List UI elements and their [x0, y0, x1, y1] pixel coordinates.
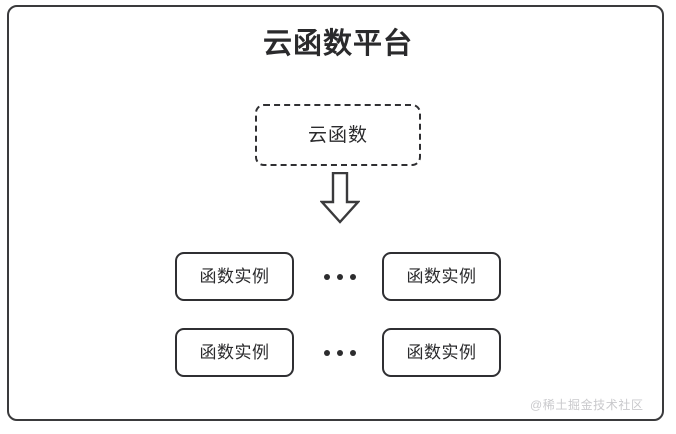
- function-instance-label: 函数实例: [199, 267, 270, 286]
- ellipsis-dot: [337, 349, 343, 356]
- function-instance-label: 函数实例: [406, 343, 477, 362]
- function-instance-label: 函数实例: [406, 267, 477, 286]
- function-instance-label: 函数实例: [199, 343, 270, 362]
- function-instance-box: 函数实例: [175, 328, 294, 377]
- cloud-function-node: 云函数: [255, 104, 421, 166]
- watermark: @稀土掘金技术社区: [530, 398, 644, 412]
- function-instance-box: 函数实例: [382, 252, 501, 301]
- ellipsis-dot: [337, 273, 343, 280]
- ellipsis-dot: [324, 273, 330, 280]
- ellipsis-dot: [324, 349, 330, 356]
- diagram-title: 云函数平台: [262, 28, 413, 60]
- instance-ellipsis: [310, 328, 370, 377]
- function-instance-box: 函数实例: [175, 252, 294, 301]
- function-instance-box: 函数实例: [382, 328, 501, 377]
- cloud-function-label: 云函数: [307, 124, 368, 146]
- instance-row: 函数实例 函数实例: [0, 252, 676, 301]
- ellipsis-dot: [350, 349, 356, 356]
- instance-ellipsis: [310, 252, 370, 301]
- instance-row: 函数实例 函数实例: [0, 328, 676, 377]
- ellipsis-dot: [350, 273, 356, 280]
- down-arrow-icon: [319, 171, 361, 224]
